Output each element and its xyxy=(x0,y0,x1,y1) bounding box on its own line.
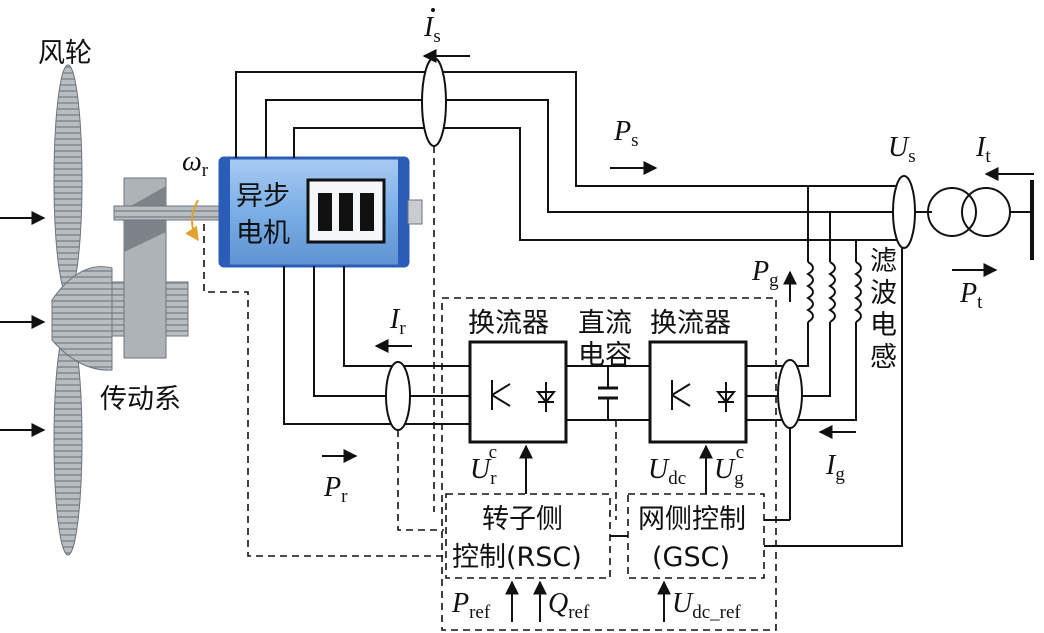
hub xyxy=(51,266,113,371)
inductor-c xyxy=(854,261,862,323)
stator-phase-c xyxy=(293,127,900,241)
inductor-a xyxy=(806,261,814,323)
dc-cap-label-2: 电容 xyxy=(578,340,632,371)
grid-ct xyxy=(892,175,916,249)
stator-lines: Is Ps xyxy=(235,8,900,512)
induction-generator: 异步 电机 xyxy=(218,156,423,268)
gsc-phase-b xyxy=(746,322,831,397)
It-label: It xyxy=(975,132,991,167)
generator-endcap xyxy=(220,158,230,266)
grid-filter-ct xyxy=(777,359,803,429)
generator-label-2: 电机 xyxy=(236,218,290,249)
diode-icon xyxy=(535,382,557,412)
Ig-label: Ig xyxy=(825,450,845,485)
filter-inductors: Pg 滤 波 电 感 xyxy=(751,186,897,373)
grid-side-converter: 换流器 Ig xyxy=(648,308,857,520)
rotor-ct xyxy=(385,361,411,431)
generator-shaft xyxy=(407,199,423,225)
generator-endcap xyxy=(398,158,408,266)
rotor-phase-b xyxy=(313,266,470,397)
inductor-b xyxy=(828,261,836,323)
igbt-icon xyxy=(671,380,691,410)
transformer-secondary xyxy=(961,187,1011,237)
Pref-label: Pref xyxy=(451,588,491,623)
Ir-label: Ir xyxy=(389,304,406,339)
stator-phase-a xyxy=(235,71,900,187)
rotor-phase-c xyxy=(283,266,470,425)
stator-phase-b xyxy=(265,99,900,213)
Udcref-label: Udc_ref xyxy=(672,588,741,623)
gsc-phase-a xyxy=(746,322,809,367)
wind-rotor-label: 风轮 xyxy=(38,38,92,69)
speed-feedback-link xyxy=(203,224,444,557)
dc-link: 直流 电容 xyxy=(566,308,650,520)
gsc-converter-label: 换流器 xyxy=(650,308,731,339)
filter-label-4: 感 xyxy=(870,342,897,373)
high-speed-shaft xyxy=(113,205,221,221)
grid-connection: It Us Pt xyxy=(888,132,1034,313)
Pg-label: Pg xyxy=(751,256,779,291)
rsc-control-label-2: 控制(RSC) xyxy=(452,542,582,573)
stator-ct xyxy=(421,57,447,147)
rotor-phase-a xyxy=(343,266,470,367)
diode-icon xyxy=(715,382,737,412)
rsc-converter-label: 换流器 xyxy=(468,308,549,339)
generator-label-1: 异步 xyxy=(236,181,290,212)
rotor-side-converter: 换流器 xyxy=(468,308,568,444)
rotation-arrow-icon xyxy=(185,199,199,242)
Ugc-label: Ugc xyxy=(714,442,744,489)
igbt-icon xyxy=(491,380,511,410)
drivetrain-label: 传动系 xyxy=(100,384,181,415)
Ps-label: Ps xyxy=(613,116,639,151)
Pt-label: Pt xyxy=(959,278,983,313)
gsc-control-label-2: (GSC) xyxy=(652,542,730,573)
filter-label-2: 波 xyxy=(870,278,897,309)
drivetrain: 传动系 xyxy=(100,177,221,415)
gsc-control-label-1: 网侧控制 xyxy=(638,504,746,535)
rotor-speed-indicator: ωr xyxy=(182,146,209,242)
converter-region xyxy=(441,297,777,631)
Urc-label: Urc xyxy=(470,442,497,489)
rotor-bar xyxy=(339,193,353,231)
gsc-controller: 网侧控制 (GSC) Udc Ugc Udc_ref xyxy=(610,248,903,623)
phasor-dot xyxy=(431,8,435,12)
us-to-gsc xyxy=(764,248,903,547)
omega-r: ωr xyxy=(182,146,209,181)
wind-rotor: 风轮 xyxy=(0,38,113,556)
Udc-label: Udc xyxy=(648,454,686,489)
filter-label-3: 电 xyxy=(870,310,897,341)
rotor-lines: Ir Pr xyxy=(283,266,470,531)
ir-measure-link xyxy=(397,430,444,531)
Us-label: Us xyxy=(888,132,916,167)
blade-upper xyxy=(53,64,83,296)
rotor-bar xyxy=(318,193,332,231)
Qref-label: Qref xyxy=(548,588,590,623)
filter-label-1: 滤 xyxy=(870,246,897,277)
dc-cap-label-1: 直流 xyxy=(578,308,632,339)
Pr-label: Pr xyxy=(323,472,348,507)
rsc-control-label-1: 转子侧 xyxy=(482,504,563,535)
transformer-primary xyxy=(927,187,977,237)
Is-label: Is xyxy=(423,12,441,47)
rsc-controller: 转子侧 控制(RSC) Urc Pref Qref xyxy=(445,442,611,623)
rotor-bar xyxy=(360,193,374,231)
